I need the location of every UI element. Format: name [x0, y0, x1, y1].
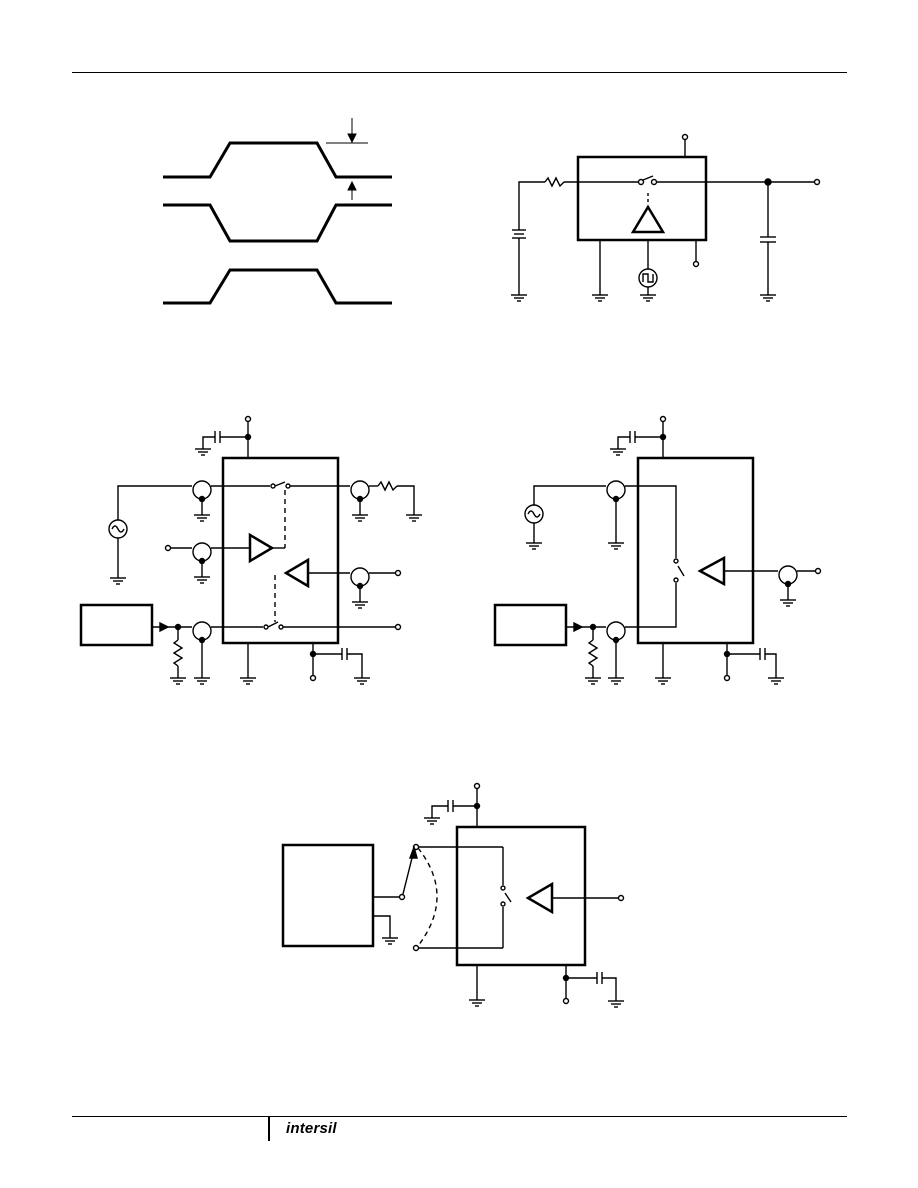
output-terminal [813, 178, 821, 186]
meter-block-e [281, 843, 375, 948]
crosstalk-circuit [79, 415, 423, 685]
footer-divider [268, 1117, 270, 1141]
offset-arrows [326, 118, 368, 200]
driver-triangle [630, 204, 666, 234]
enable-terminal [692, 260, 700, 268]
supply-terminal-c [244, 415, 252, 423]
logic-block-c [79, 603, 154, 647]
driver-triangle-d [697, 555, 726, 587]
supply-terminal [681, 133, 689, 141]
driver-triangle-e [525, 881, 554, 915]
waveform-bottom [163, 268, 392, 305]
intersil-logo: intersil [286, 1120, 337, 1137]
header-rule [72, 72, 847, 73]
driver-triangle-c1 [248, 532, 275, 564]
timing-waveforms [163, 141, 392, 305]
supply-terminal-e [473, 782, 481, 790]
footer-rule [72, 1116, 847, 1117]
switch-block-c [221, 456, 340, 645]
switch-block-d [636, 456, 755, 645]
termination-resistor [377, 480, 398, 492]
series-resistor [544, 176, 565, 188]
switch-block [576, 155, 708, 242]
waveform-top [163, 141, 392, 179]
charge-injection-circuit [510, 133, 821, 302]
logic-block-d [493, 603, 568, 647]
off-isolation-circuit [493, 415, 822, 685]
switch-block-e [455, 825, 587, 967]
capacitance-test-circuit [281, 782, 625, 1008]
waveform-middle [163, 203, 392, 243]
switch-contact-right [650, 178, 658, 186]
driver-triangle-c2 [283, 557, 310, 589]
supply-terminal-d [659, 415, 667, 423]
switch-contact-left [637, 178, 645, 186]
